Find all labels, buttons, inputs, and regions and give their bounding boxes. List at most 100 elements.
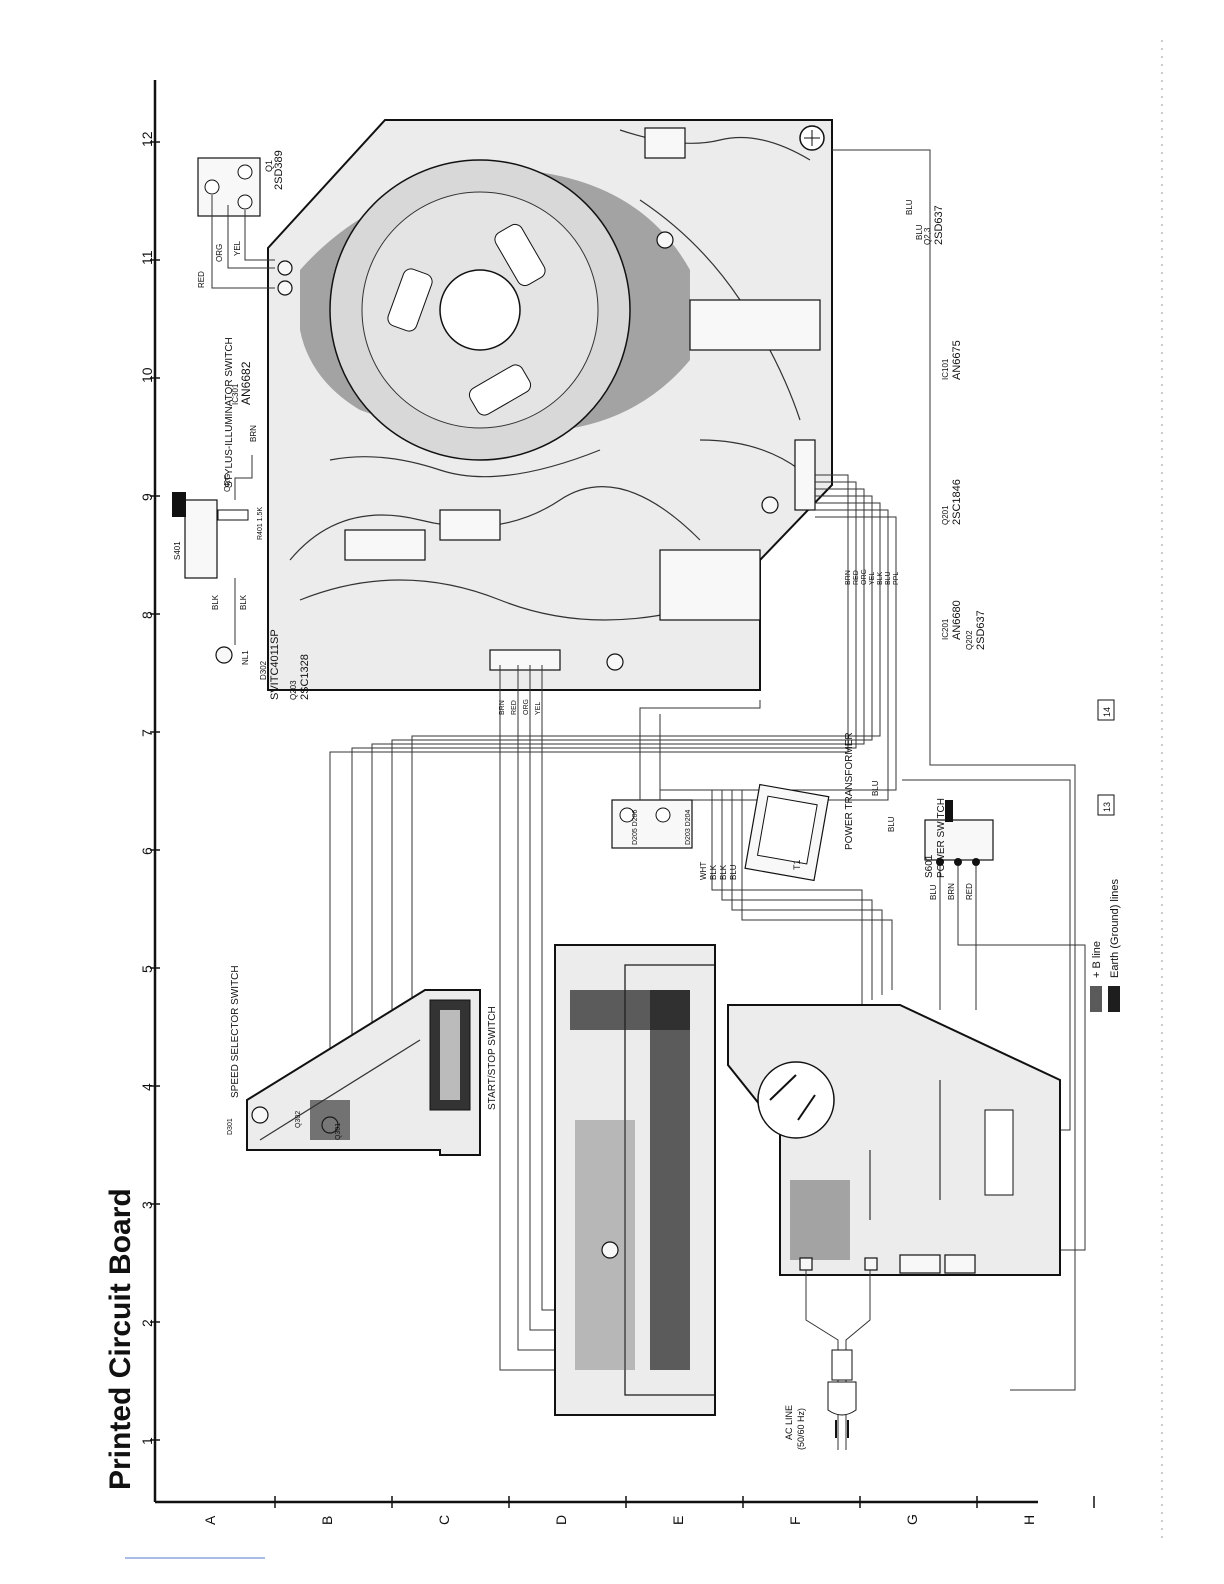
regulator-block	[644, 127, 686, 159]
fuse-holder	[757, 1061, 835, 1139]
q301-label: Q301	[335, 1123, 342, 1140]
connector-right	[794, 439, 816, 511]
stylus-wire-brn: BRN	[249, 425, 258, 442]
s601-label: S601	[924, 854, 935, 878]
ic201-chip	[659, 549, 761, 621]
d302-part: SVITC4011SP	[269, 629, 281, 700]
grid-column-label: 3	[139, 1201, 155, 1209]
q203-wire-color: RED	[511, 700, 518, 715]
grid-column-label: 10	[139, 367, 155, 383]
d203-label: D203 D204	[685, 809, 692, 845]
grid-column-label: 4	[139, 1083, 155, 1091]
r401-label: R401 1.5K	[257, 507, 264, 540]
ic201-wire-color: YEL	[869, 572, 876, 585]
legend-bline-label: + B line	[1091, 941, 1103, 978]
q3-ref: Q2,3	[923, 227, 932, 245]
motor-spindle	[439, 269, 521, 351]
ic201-wire-color: RED	[853, 570, 860, 585]
q203-ref: Q203	[289, 680, 298, 700]
q201-part: 2SC1846	[951, 479, 963, 525]
transformer-top-blu: BLU	[871, 780, 880, 796]
d302-ref: D302	[259, 660, 268, 680]
ic201-wire-color: ORG	[861, 569, 868, 585]
stylus-wire-org: ORG	[223, 474, 232, 492]
ic201-ref: IC201	[941, 618, 950, 640]
right-wire-blu1: BLU	[905, 199, 914, 215]
page-title: Printed Circuit Board	[104, 1188, 137, 1490]
ic101-ref: IC101	[941, 358, 950, 380]
grid-row-label: E	[670, 1516, 686, 1525]
q203-wire-color: YEL	[535, 702, 542, 715]
page-marker-13: 13	[1097, 794, 1115, 816]
ic201-wire-color: BLU	[885, 571, 892, 585]
ic301-ref: IC301	[231, 383, 240, 405]
svg-text:14: 14	[1102, 707, 1112, 717]
nl1-label: NL1	[241, 650, 250, 665]
ps-top-blu: BLU	[887, 816, 896, 832]
stylus-wire-blk1: BLK	[211, 594, 220, 610]
tr-wire-blu: BLU	[729, 864, 738, 880]
ic101-chip	[689, 299, 821, 351]
ic201-wire-color: BRN	[845, 570, 852, 585]
ac-freq-label: (50/60 Hz)	[796, 1408, 806, 1450]
tr-wire-blk2: BLK	[719, 864, 728, 880]
grid-column-label: 9	[139, 493, 155, 501]
q1-wire-org: ORG	[215, 244, 224, 262]
q203-wire-color: BRN	[499, 700, 506, 715]
tr-wire-wht: WHT	[699, 862, 708, 880]
start-stop-label: START/STOP SWITCH	[487, 1006, 498, 1110]
svg-text:13: 13	[1102, 802, 1112, 812]
ic201-wire-color: BLK	[877, 571, 884, 585]
q302-label: Q302	[295, 1111, 302, 1128]
q1-wire-red: RED	[197, 271, 206, 288]
q201-ref: Q201	[941, 505, 950, 525]
q203-wire-color: ORG	[523, 699, 530, 715]
legend-ground-swatch	[1108, 986, 1120, 1012]
d301-label: D301	[227, 1118, 234, 1135]
q3-part: 2SD637	[933, 205, 945, 245]
grid-column-label: 12	[139, 131, 155, 147]
q1-ref: Q1	[264, 160, 274, 172]
nl1-lamp	[215, 646, 233, 664]
ps-wire-blu: BLU	[929, 884, 938, 900]
grid-row-label: A	[202, 1515, 218, 1525]
grid-column-label: 6	[139, 847, 155, 855]
ac-line-label: AC LINE	[784, 1405, 794, 1440]
speed-selector-switch-board	[246, 989, 481, 1156]
d205-label: D205 D206	[632, 809, 639, 845]
stylus-wire-blk2: BLK	[239, 594, 248, 610]
grid-row-label: C	[436, 1515, 452, 1525]
power-switch-label: POWER SWITCH	[936, 798, 947, 878]
grid-row-label: F	[787, 1516, 803, 1525]
t1-label: T1	[792, 859, 802, 870]
ps-wire-red: RED	[965, 883, 974, 900]
ic201-wire-color: PPL	[893, 572, 900, 585]
ac-line-cord	[805, 1270, 871, 1450]
ic301-part: AN6682	[239, 361, 253, 405]
s401-label: S401	[173, 541, 182, 560]
power-switch	[902, 779, 1086, 1251]
power-transformer-label: POWER TRANSFORMER	[844, 732, 855, 850]
grid-column-label: 2	[139, 1319, 155, 1327]
grid-row-label: H	[1021, 1515, 1037, 1525]
start-stop-switch-board	[554, 944, 716, 1416]
grid-column-label: 1	[139, 1437, 155, 1445]
legend: + B line Earth (Ground) lines	[1090, 878, 1121, 1012]
q1-part: 2SD389	[273, 150, 285, 190]
speed-selector-label: SPEED SELECTOR SWITCH	[230, 965, 241, 1098]
q202-part: 2SD637	[975, 610, 987, 650]
diode-block	[611, 700, 761, 849]
grid-column-label: 11	[139, 250, 155, 265]
tr-wire-blk1: BLK	[709, 864, 718, 880]
grid-column-label: 7	[139, 729, 155, 737]
ic-chip-mid	[439, 509, 501, 541]
ic201-part: AN6680	[951, 600, 963, 640]
ic-chip-left	[344, 529, 426, 561]
grid-frame	[150, 80, 1095, 1508]
grid-row-label: B	[319, 1516, 335, 1525]
grid-row-label: G	[904, 1514, 920, 1525]
